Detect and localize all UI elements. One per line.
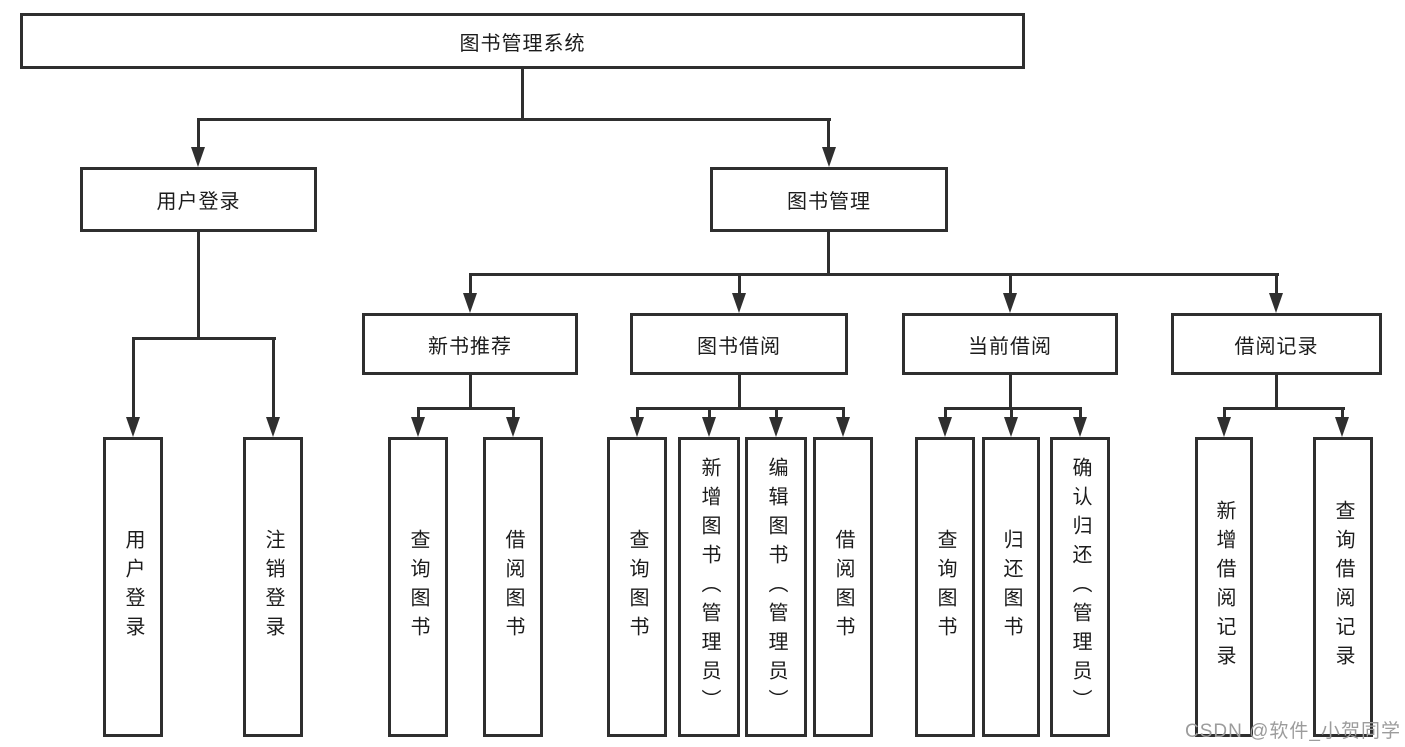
- node-user-login-label: 用户登录: [156, 191, 241, 213]
- node-user-login: 用户登录: [80, 167, 317, 232]
- arrow-leaf-logout: [266, 417, 280, 437]
- connector-bookborrow-stem: [738, 375, 741, 410]
- node-current-borrow: 当前借阅: [902, 313, 1118, 375]
- leaf-query-borrow-record: 查询借阅记录: [1313, 437, 1373, 737]
- node-book-management-label: 图书管理: [787, 191, 871, 213]
- arrow-add-record: [1217, 417, 1231, 437]
- arrow-borrow-books: [836, 417, 850, 437]
- connector-drop-book-borrow: [738, 276, 741, 295]
- node-new-book-recommend-label: 新书推荐: [428, 335, 512, 358]
- connector-currentborrow-bus: [944, 407, 1082, 410]
- connector-bookmgmt-stem: [827, 232, 830, 276]
- arrow-borrow-recommend: [506, 417, 520, 437]
- connector-drop-leaf-user-login: [132, 340, 135, 419]
- connector-bookborrow-bus: [636, 407, 845, 410]
- leaf-user-login: 用户登录: [103, 437, 163, 737]
- arrow-book-management: [822, 147, 836, 167]
- arrow-query-borrow: [630, 417, 644, 437]
- leaf-borrow-books-recommend-label: 借阅图书: [502, 529, 524, 645]
- connector-drop-edit-books: [775, 410, 778, 419]
- connector-drop-query-recommend: [417, 410, 420, 419]
- connector-newbook-stem: [469, 375, 472, 410]
- leaf-query-books-recommend: 查询图书: [388, 437, 448, 737]
- arrow-new-book: [463, 293, 477, 313]
- arrow-query-current: [938, 417, 952, 437]
- leaf-logout: 注销登录: [243, 437, 303, 737]
- connector-drop-borrow-records: [1275, 276, 1278, 295]
- arrow-confirm-return: [1073, 417, 1087, 437]
- connector-drop-borrow-recommend: [512, 410, 515, 419]
- leaf-user-login-label: 用户登录: [122, 529, 144, 645]
- connector-borrowrecords-stem: [1275, 375, 1278, 410]
- connector-drop-query-current: [944, 410, 947, 419]
- arrow-return-books: [1004, 417, 1018, 437]
- node-borrow-records: 借阅记录: [1171, 313, 1382, 375]
- arrow-current-borrow: [1003, 293, 1017, 313]
- leaf-query-books-recommend-label: 查询图书: [407, 529, 429, 645]
- leaf-query-borrow-record-label: 查询借阅记录: [1332, 500, 1354, 674]
- node-book-borrow-label: 图书借阅: [697, 335, 781, 358]
- connector-drop-add-record: [1223, 410, 1226, 419]
- node-root-label: 图书管理系统: [459, 32, 586, 55]
- arrow-book-borrow: [732, 293, 746, 313]
- node-book-management: 图书管理: [710, 167, 948, 232]
- connector-drop-book-management: [827, 121, 830, 149]
- leaf-borrow-books: 借阅图书: [813, 437, 873, 737]
- connector-drop-query-borrow: [636, 410, 639, 419]
- connector-drop-return-books: [1010, 410, 1013, 419]
- connector-drop-new-book: [469, 276, 472, 295]
- node-book-borrow: 图书借阅: [630, 313, 848, 375]
- arrow-borrow-records: [1269, 293, 1283, 313]
- connector-drop-add-books: [708, 410, 711, 419]
- arrow-user-login: [191, 147, 205, 167]
- leaf-confirm-return-admin-label: 确认归还（管理员）: [1069, 456, 1091, 718]
- arrow-edit-books: [769, 417, 783, 437]
- leaf-borrow-books-recommend: 借阅图书: [483, 437, 543, 737]
- leaf-query-books-borrow-label: 查询图书: [626, 529, 648, 645]
- leaf-return-books-label: 归还图书: [1000, 529, 1022, 645]
- connector-userlogin-bus: [132, 337, 276, 340]
- leaf-add-books-admin-label: 新增图书（管理员）: [698, 456, 720, 718]
- leaf-logout-label: 注销登录: [262, 529, 284, 645]
- connector-borrowrecords-bus: [1223, 407, 1345, 410]
- connector-drop-query-record: [1341, 410, 1344, 419]
- leaf-query-books-current: 查询图书: [915, 437, 975, 737]
- connector-drop-user-login: [197, 121, 200, 149]
- connector-newbook-bus: [417, 407, 515, 410]
- leaf-query-books-borrow: 查询图书: [607, 437, 667, 737]
- node-root: 图书管理系统: [20, 13, 1025, 69]
- leaf-confirm-return-admin: 确认归还（管理员）: [1050, 437, 1110, 737]
- node-borrow-records-label: 借阅记录: [1234, 335, 1319, 358]
- arrow-add-books: [702, 417, 716, 437]
- leaf-add-borrow-record: 新增借阅记录: [1195, 437, 1253, 737]
- leaf-return-books: 归还图书: [982, 437, 1040, 737]
- connector-drop-leaf-logout: [272, 340, 275, 419]
- node-current-borrow-label: 当前借阅: [968, 335, 1052, 358]
- connector-drop-current-borrow: [1009, 276, 1012, 295]
- connector-currentborrow-stem: [1009, 375, 1012, 410]
- connector-bookmgmt-bus: [469, 273, 1279, 276]
- connector-drop-borrow-books: [842, 410, 845, 419]
- watermark: CSDN @软件_小贺同学: [1185, 721, 1401, 742]
- arrow-query-recommend: [411, 417, 425, 437]
- connector-drop-confirm-return: [1079, 410, 1082, 419]
- leaf-borrow-books-label: 借阅图书: [832, 529, 854, 645]
- connector-root-bus: [197, 118, 831, 121]
- leaf-edit-books-admin: 编辑图书（管理员）: [745, 437, 807, 737]
- leaf-add-books-admin: 新增图书（管理员）: [678, 437, 740, 737]
- leaf-query-books-current-label: 查询图书: [934, 529, 956, 645]
- node-new-book-recommend: 新书推荐: [362, 313, 578, 375]
- leaf-edit-books-admin-label: 编辑图书（管理员）: [765, 456, 787, 718]
- arrow-leaf-user-login: [126, 417, 140, 437]
- leaf-add-borrow-record-label: 新增借阅记录: [1213, 500, 1235, 674]
- connector-root-stem: [521, 69, 524, 121]
- arrow-query-record: [1335, 417, 1349, 437]
- connector-userlogin-stem: [197, 232, 200, 340]
